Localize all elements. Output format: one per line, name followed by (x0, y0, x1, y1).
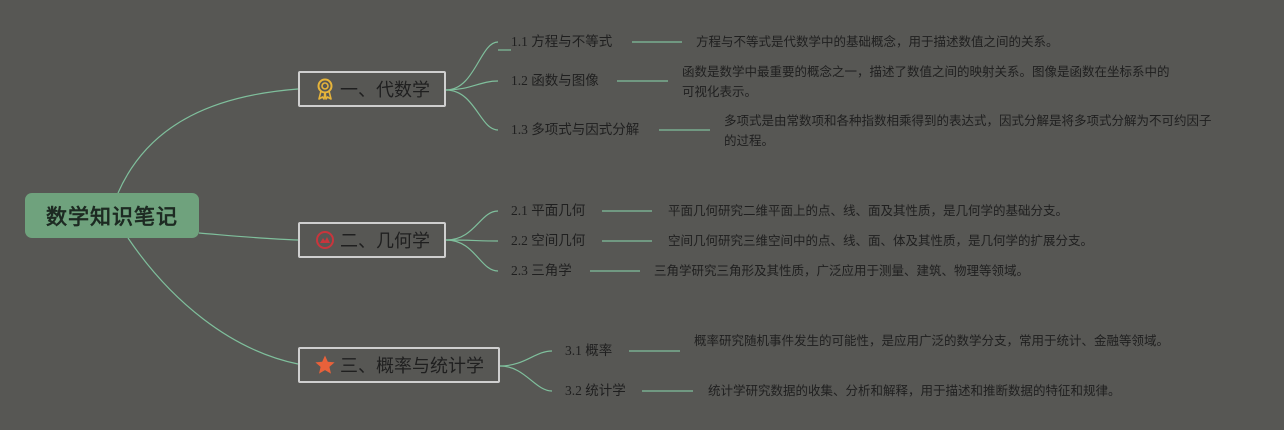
link-b2-l1 (445, 210, 499, 241)
leaf-3-2[interactable]: 3.2 统计学 (565, 383, 626, 398)
leaf-3-2-description: 统计学研究数据的收集、分析和解释，用于描述和推断数据的特征和规律。 (708, 383, 1121, 398)
link-b2-l3 (445, 239, 499, 272)
ribbon-medal-icon (314, 78, 336, 100)
link-b1-l2 (445, 80, 499, 91)
branch-geometry[interactable]: 二、几何学 (298, 222, 446, 258)
leaf-3-1[interactable]: 3.1 概率 (565, 343, 613, 358)
leaf-1-3[interactable]: 1.3 多项式与因式分解 (511, 122, 640, 137)
branch-label: 二、几何学 (340, 231, 430, 252)
leaf-1-3-description: 多项式是由常数项和各种指数相乘得到的表达式，因式分解是将多项式分解为不可约因子的… (724, 113, 1212, 148)
root-node[interactable]: 数学知识笔记 (25, 193, 199, 238)
leaf-2-3[interactable]: 2.3 三角学 (511, 263, 572, 278)
leaf-3-1-description: 概率研究随机事件发生的可能性，是应用广泛的数学分支，常用于统计、金融等领域。 (694, 333, 1170, 348)
leaf-2-1-description: 平面几何研究二维平面上的点、线、面及其性质，是几何学的基础分支。 (668, 203, 1069, 218)
leaf-1-1-description: 方程与不等式是代数学中的基础概念，用于描述数值之间的关系。 (696, 34, 1059, 49)
link-b1-l1 (445, 41, 499, 91)
leaf-2-2-description: 空间几何研究三维空间中的点、线、面、体及其性质，是几何学的扩展分支。 (668, 233, 1094, 248)
leaf-1-2-description: 函数是数学中最重要的概念之一，描述了数值之间的映射关系。图像是函数在坐标系中的可… (682, 64, 1170, 99)
link-b1-l3 (445, 89, 499, 131)
star-icon (314, 354, 336, 376)
leaf-2-3-description: 三角学研究三角形及其性质，广泛应用于测量、建筑、物理等领域。 (654, 263, 1030, 278)
branch-probability-statistics[interactable]: 三、概率与统计学 (298, 347, 500, 383)
red-circle-emblem-icon (314, 229, 336, 251)
root-title: 数学知识笔记 (46, 204, 178, 229)
branch-label: 三、概率与统计学 (340, 356, 484, 377)
link-root-branch-3 (127, 237, 299, 365)
link-root-branch-2 (198, 232, 299, 241)
link-root-branch-1 (117, 88, 299, 194)
branch-algebra[interactable]: 一、代数学 (298, 71, 446, 107)
leaf-1-2[interactable]: 1.2 函数与图像 (511, 73, 599, 88)
link-b3-l2 (499, 365, 553, 392)
leaf-2-2[interactable]: 2.2 空间几何 (511, 233, 586, 248)
branch-label: 一、代数学 (340, 80, 430, 101)
link-b3-l1 (499, 350, 553, 367)
leaf-1-1[interactable]: 1.1 方程与不等式 (511, 34, 613, 49)
leaf-2-1[interactable]: 2.1 平面几何 (511, 203, 586, 218)
